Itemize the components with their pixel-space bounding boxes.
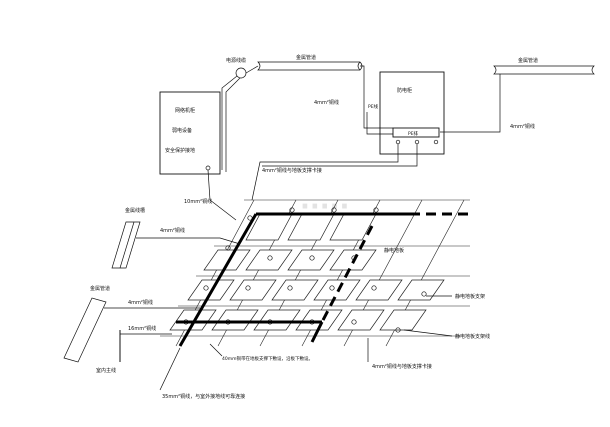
cable-to-cabinet-a [221,75,238,170]
floor-tiles [169,213,445,331]
metal-pipe-left-label: 金属管道 [90,285,110,292]
pipe-to-pe-a [360,65,393,129]
pe-down-2 [262,144,418,167]
floor-card-wire-label: 4mm²铜线与地板支撑卡接 [372,363,432,370]
pe-terminal-1 [395,139,401,145]
metal-pipe-left [63,297,107,363]
strip-note-leader [209,343,223,357]
wire-4mm-right-label: 4mm²铜线 [510,123,535,130]
power-cable-label: 电源线缆 [226,57,246,64]
wire-4mm-pipe-label: 4mm²铜线 [128,299,153,306]
pipe-to-pe-b [366,112,393,135]
network-cabinet-label-3: 安全保护接地 [165,147,195,154]
static-floor-label: 静电地板 [384,247,404,254]
pe-line-label: PE线 [368,103,379,110]
static-cabinet-label: 防电柜 [397,87,412,94]
wire-10mm [207,169,237,221]
support-wire-leader [403,329,453,337]
copper-strip-diagonal-end [310,321,324,343]
network-cabinet [159,91,221,175]
bottom-note: 35mm²铜线，与室外接地线可靠连接 [162,393,245,400]
wire-10mm-label: 10mm²铜线 [184,198,212,205]
wire-4mm-top-label: 4mm²铜线 [314,99,339,106]
pe-down-1 [251,144,399,201]
pipe-right-to-pe [440,74,501,133]
static-cabinet [379,71,445,155]
wire-4mm-duct-label: 4mm²铜线 [160,227,185,234]
cable-to-cabinet-b [225,77,241,172]
copper-strip-diagonal-dashed [320,225,374,323]
floor-support-label: 静电地板支架 [455,293,485,300]
metal-pipe-right [493,65,595,75]
metal-pipe-center-label: 金属管道 [296,54,316,61]
network-cabinet-label-2: 弱电设备 [172,127,192,134]
floor-support-wire-label: 静电地板支架线 [455,333,490,340]
pe-terminal-2 [414,139,420,145]
metal-duct [111,221,141,269]
wire-16mm-label: 16mm²铜线 [128,325,156,332]
metal-duct-label: 金属线槽 [125,207,145,214]
pe-terminal-3 [433,139,439,145]
wire-4mm-floor-label: 4mm²铜线与地板支撑卡接 [262,167,322,174]
power-cable-ring [235,67,247,79]
copper-strip-note: 40mm铜带在地板支撑下敷设，沿板下敷设。 [222,355,313,362]
power-link [245,65,259,74]
metal-pipe-center [257,61,363,71]
copper-strip-left [178,213,258,347]
pe-bar [392,127,440,138]
bottom-leader [159,347,181,391]
pe-bar-label: PE排 [408,130,419,137]
network-cabinet-label-1: 网络机柜 [175,107,195,114]
indoor-trunk-label: 室内主线 [96,367,116,374]
metal-pipe-right-label: 金属管道 [518,57,538,64]
wire-duct-to-floor [136,237,241,245]
